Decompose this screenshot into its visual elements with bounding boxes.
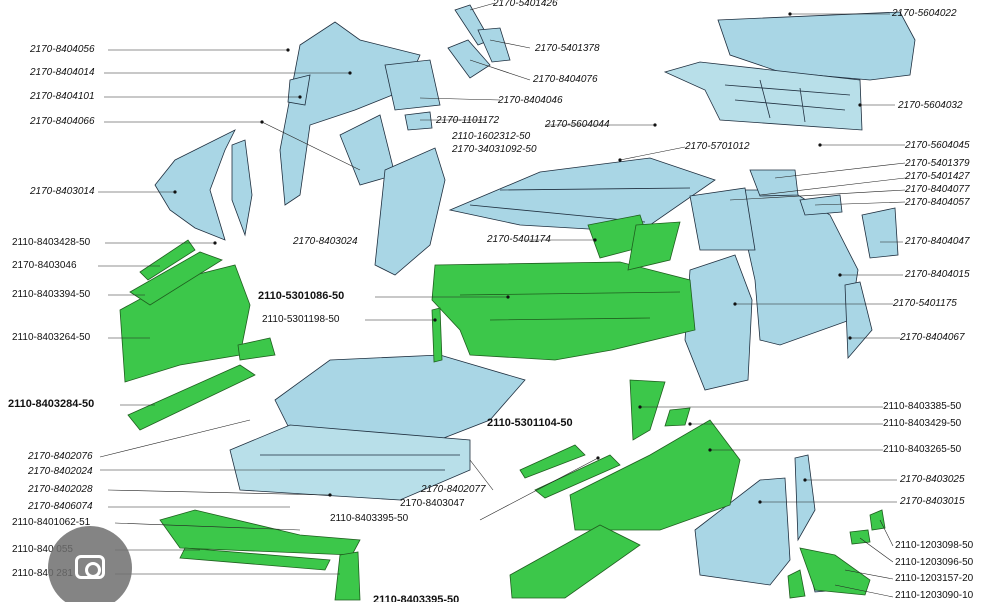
part-label: 2170-8404057 [905, 197, 970, 208]
part-label: 2110-840 055 [12, 544, 73, 555]
part-label: 2110-8403395-50 [330, 513, 409, 524]
part-label: 2110-5301104-50 [487, 417, 573, 429]
part-label: 2170-8402024 [28, 466, 93, 477]
part-label: 2170-8403047 [400, 498, 465, 509]
front-inner-right [569, 419, 741, 531]
part-label: 2170-34031092-50 [452, 144, 537, 155]
rear-quarter-right [734, 189, 859, 346]
part-label: 2110-8403264-50 [12, 332, 91, 343]
roof-panel [448, 157, 716, 233]
rear-panel [431, 261, 696, 361]
trunk-lid [717, 11, 916, 81]
part-label: 2170-8403025 [900, 474, 965, 485]
part-label: 2170-8404014 [30, 67, 95, 78]
part-label: 2170-5604044 [545, 119, 610, 130]
part-label: 2170-8404066 [30, 116, 95, 127]
part-label: 2170-8406074 [28, 501, 93, 512]
part-label: 2110-840 281 [12, 568, 73, 579]
camera-icon [75, 555, 105, 579]
part-label: 2110-1203098-50 [895, 540, 974, 551]
part-label: 2170-8403024 [293, 236, 358, 247]
part-label: 2110-1203090-10 [895, 590, 974, 601]
part-label: 2170-5401378 [535, 43, 600, 54]
part-label: 2110-5301198-50 [262, 314, 340, 325]
part-label: 2110-1203096-50 [895, 557, 974, 568]
part-label: 2170-5401379 [905, 158, 970, 169]
a-pillar-left [154, 129, 236, 241]
part-label: 2110-8403428-50 [12, 237, 91, 248]
part-label: 2170-5701012 [685, 141, 750, 152]
trunk-lid-inner-frame [663, 61, 863, 131]
part-label: 2170-8402028 [28, 484, 93, 495]
part-label: 2170-5604022 [892, 8, 957, 19]
part-label: 2170-1101172 [436, 115, 500, 126]
front-fender-right [694, 477, 791, 586]
part-label: 2170-8404015 [905, 269, 970, 280]
part-label: 2110-5301086-50 [258, 290, 345, 302]
part-label: 2170-8404046 [498, 95, 563, 106]
part-label: 2170-5401175 [893, 298, 957, 309]
part-label: 2110-1602312-50 [452, 131, 531, 142]
part-label: 2110-8401062-51 [12, 517, 91, 528]
part-label: 2110-8403429-50 [883, 418, 962, 429]
part-label: 2170-5604045 [905, 140, 970, 151]
part-label: 2110-1203157-20 [895, 573, 974, 584]
front-member-bottom [159, 509, 361, 556]
part-label: 2170-5401427 [905, 171, 970, 182]
part-label: 2170-8404076 [533, 74, 598, 85]
door-frame-left [374, 147, 446, 276]
part-label: 2170-8404101 [30, 91, 95, 102]
rear-pillar-outer [279, 21, 421, 206]
part-label: 2170-8402077 [421, 484, 486, 495]
front-frame [229, 424, 471, 501]
part-label: 2170-8403015 [900, 496, 965, 507]
part-label: 2110-8403395-50 [373, 594, 460, 602]
part-label: 2110-8403394-50 [12, 289, 91, 300]
part-label: 2170-8404077 [905, 184, 970, 195]
part-label: 2170-8404067 [900, 332, 965, 343]
part-label: 2170-5401174 [487, 234, 551, 245]
part-label: 2170-8404056 [30, 44, 95, 55]
part-label: 2110-8403284-50 [8, 398, 95, 410]
part-label: 2170-8403014 [30, 186, 95, 197]
part-label: 2110-8403385-50 [883, 401, 962, 412]
part-label: 2170-8404047 [905, 236, 970, 247]
image-search-button[interactable] [48, 526, 132, 602]
part-label: 2170-8403046 [12, 260, 77, 271]
part-label: 2170-5401426 [493, 0, 558, 9]
part-label: 2170-8402076 [28, 451, 93, 462]
part-label: 2110-8403265-50 [883, 444, 962, 455]
part-label: 2170-5604032 [898, 100, 963, 111]
